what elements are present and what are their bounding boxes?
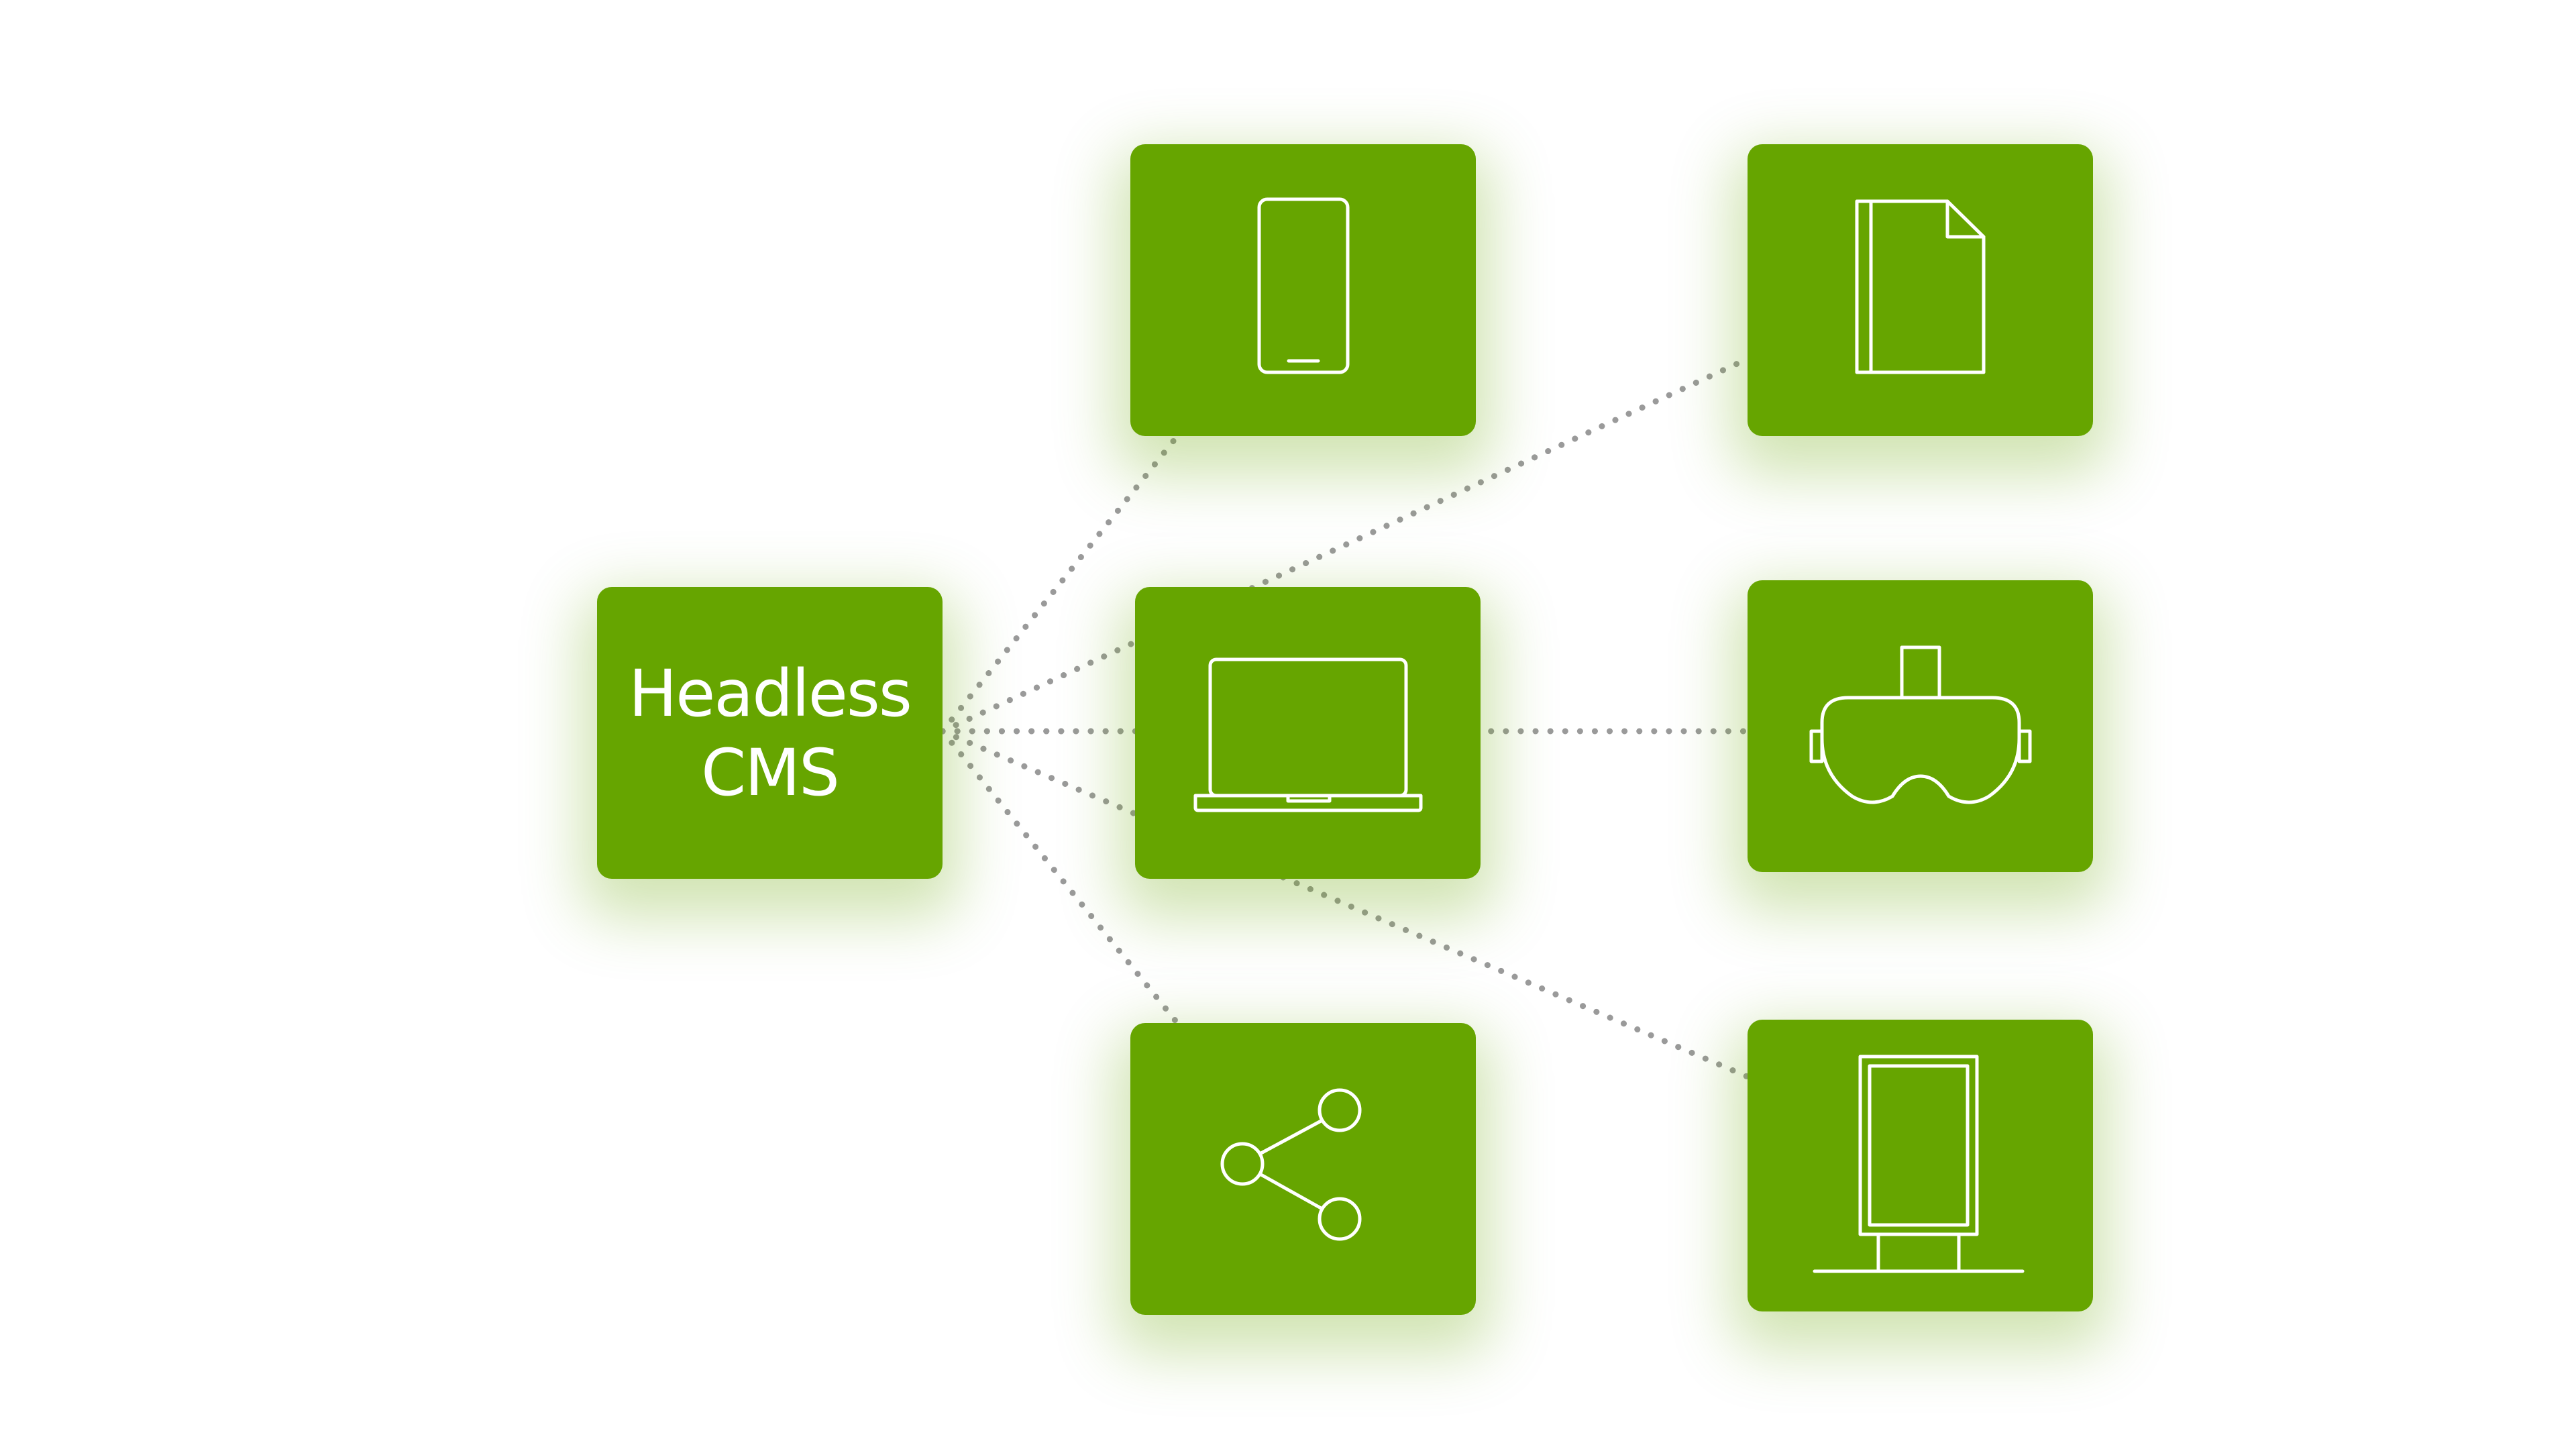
headless-cms-hub: Headless CMS xyxy=(597,587,943,879)
channel-tile-document xyxy=(1748,144,2093,436)
hub-label: Headless CMS xyxy=(597,587,943,879)
connector-hub-to-doc xyxy=(939,356,1751,735)
vr-headset-icon xyxy=(1809,645,2032,804)
channel-tile-laptop xyxy=(1135,587,1481,879)
digital-signage-icon xyxy=(1813,1055,2025,1273)
smartphone-icon xyxy=(1257,197,1350,374)
channel-tile-phone xyxy=(1130,144,1476,436)
channel-tile-vr xyxy=(1748,580,2093,872)
channel-tile-share xyxy=(1130,1023,1476,1315)
document-icon xyxy=(1855,199,1986,374)
share-icon xyxy=(1220,1088,1362,1241)
hub-label-line-1: Headless xyxy=(629,655,912,731)
connector-hub-to-kiosk xyxy=(939,728,1751,1080)
laptop-icon xyxy=(1193,657,1423,812)
channel-tile-kiosk xyxy=(1748,1020,2093,1311)
connector-hub-to-share xyxy=(939,728,1181,1026)
connector-hub-to-phone xyxy=(939,433,1181,735)
hub-label-line-2: CMS xyxy=(701,735,840,810)
